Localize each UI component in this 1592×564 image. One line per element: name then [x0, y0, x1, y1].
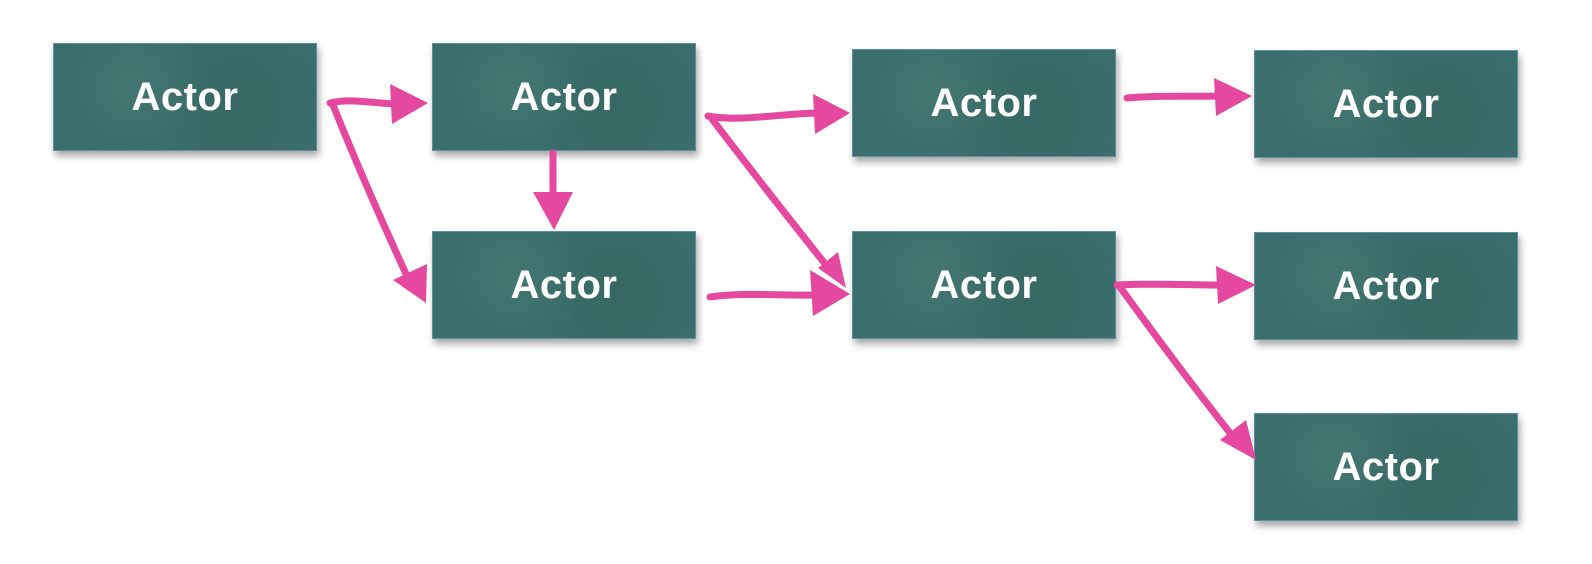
actor-box-8: Actor: [1254, 413, 1518, 521]
actor-label: Actor: [930, 262, 1038, 307]
arrow-actor2-to-actor3: [533, 149, 573, 230]
actor-label: Actor: [131, 74, 239, 119]
arrow-actor1-to-actor2: [326, 84, 428, 124]
arrow-actor1-to-actor3: [329, 101, 427, 303]
actor-box-5: Actor: [852, 231, 1116, 339]
arrow-actor3-to-actor5: [706, 270, 850, 316]
actor-label: Actor: [1332, 263, 1440, 308]
actor-box-1: Actor: [53, 43, 317, 151]
actor-box-6: Actor: [1254, 50, 1518, 158]
actor-label: Actor: [510, 262, 618, 307]
actor-label: Actor: [1332, 81, 1440, 126]
actor-box-3: Actor: [432, 231, 696, 339]
actor-label: Actor: [510, 74, 618, 119]
arrow-actor2-to-actor4: [704, 94, 850, 134]
actor-label: Actor: [1332, 444, 1440, 489]
arrow-actor4-to-actor6: [1123, 78, 1252, 116]
actor-box-4: Actor: [852, 49, 1116, 157]
arrow-actor5-to-actor7: [1113, 266, 1256, 304]
actor-box-2: Actor: [432, 43, 696, 151]
arrow-actor2-to-actor5: [708, 115, 846, 288]
arrow-actor5-to-actor8: [1116, 283, 1256, 460]
actor-box-7: Actor: [1254, 232, 1518, 340]
actor-label: Actor: [930, 80, 1038, 125]
